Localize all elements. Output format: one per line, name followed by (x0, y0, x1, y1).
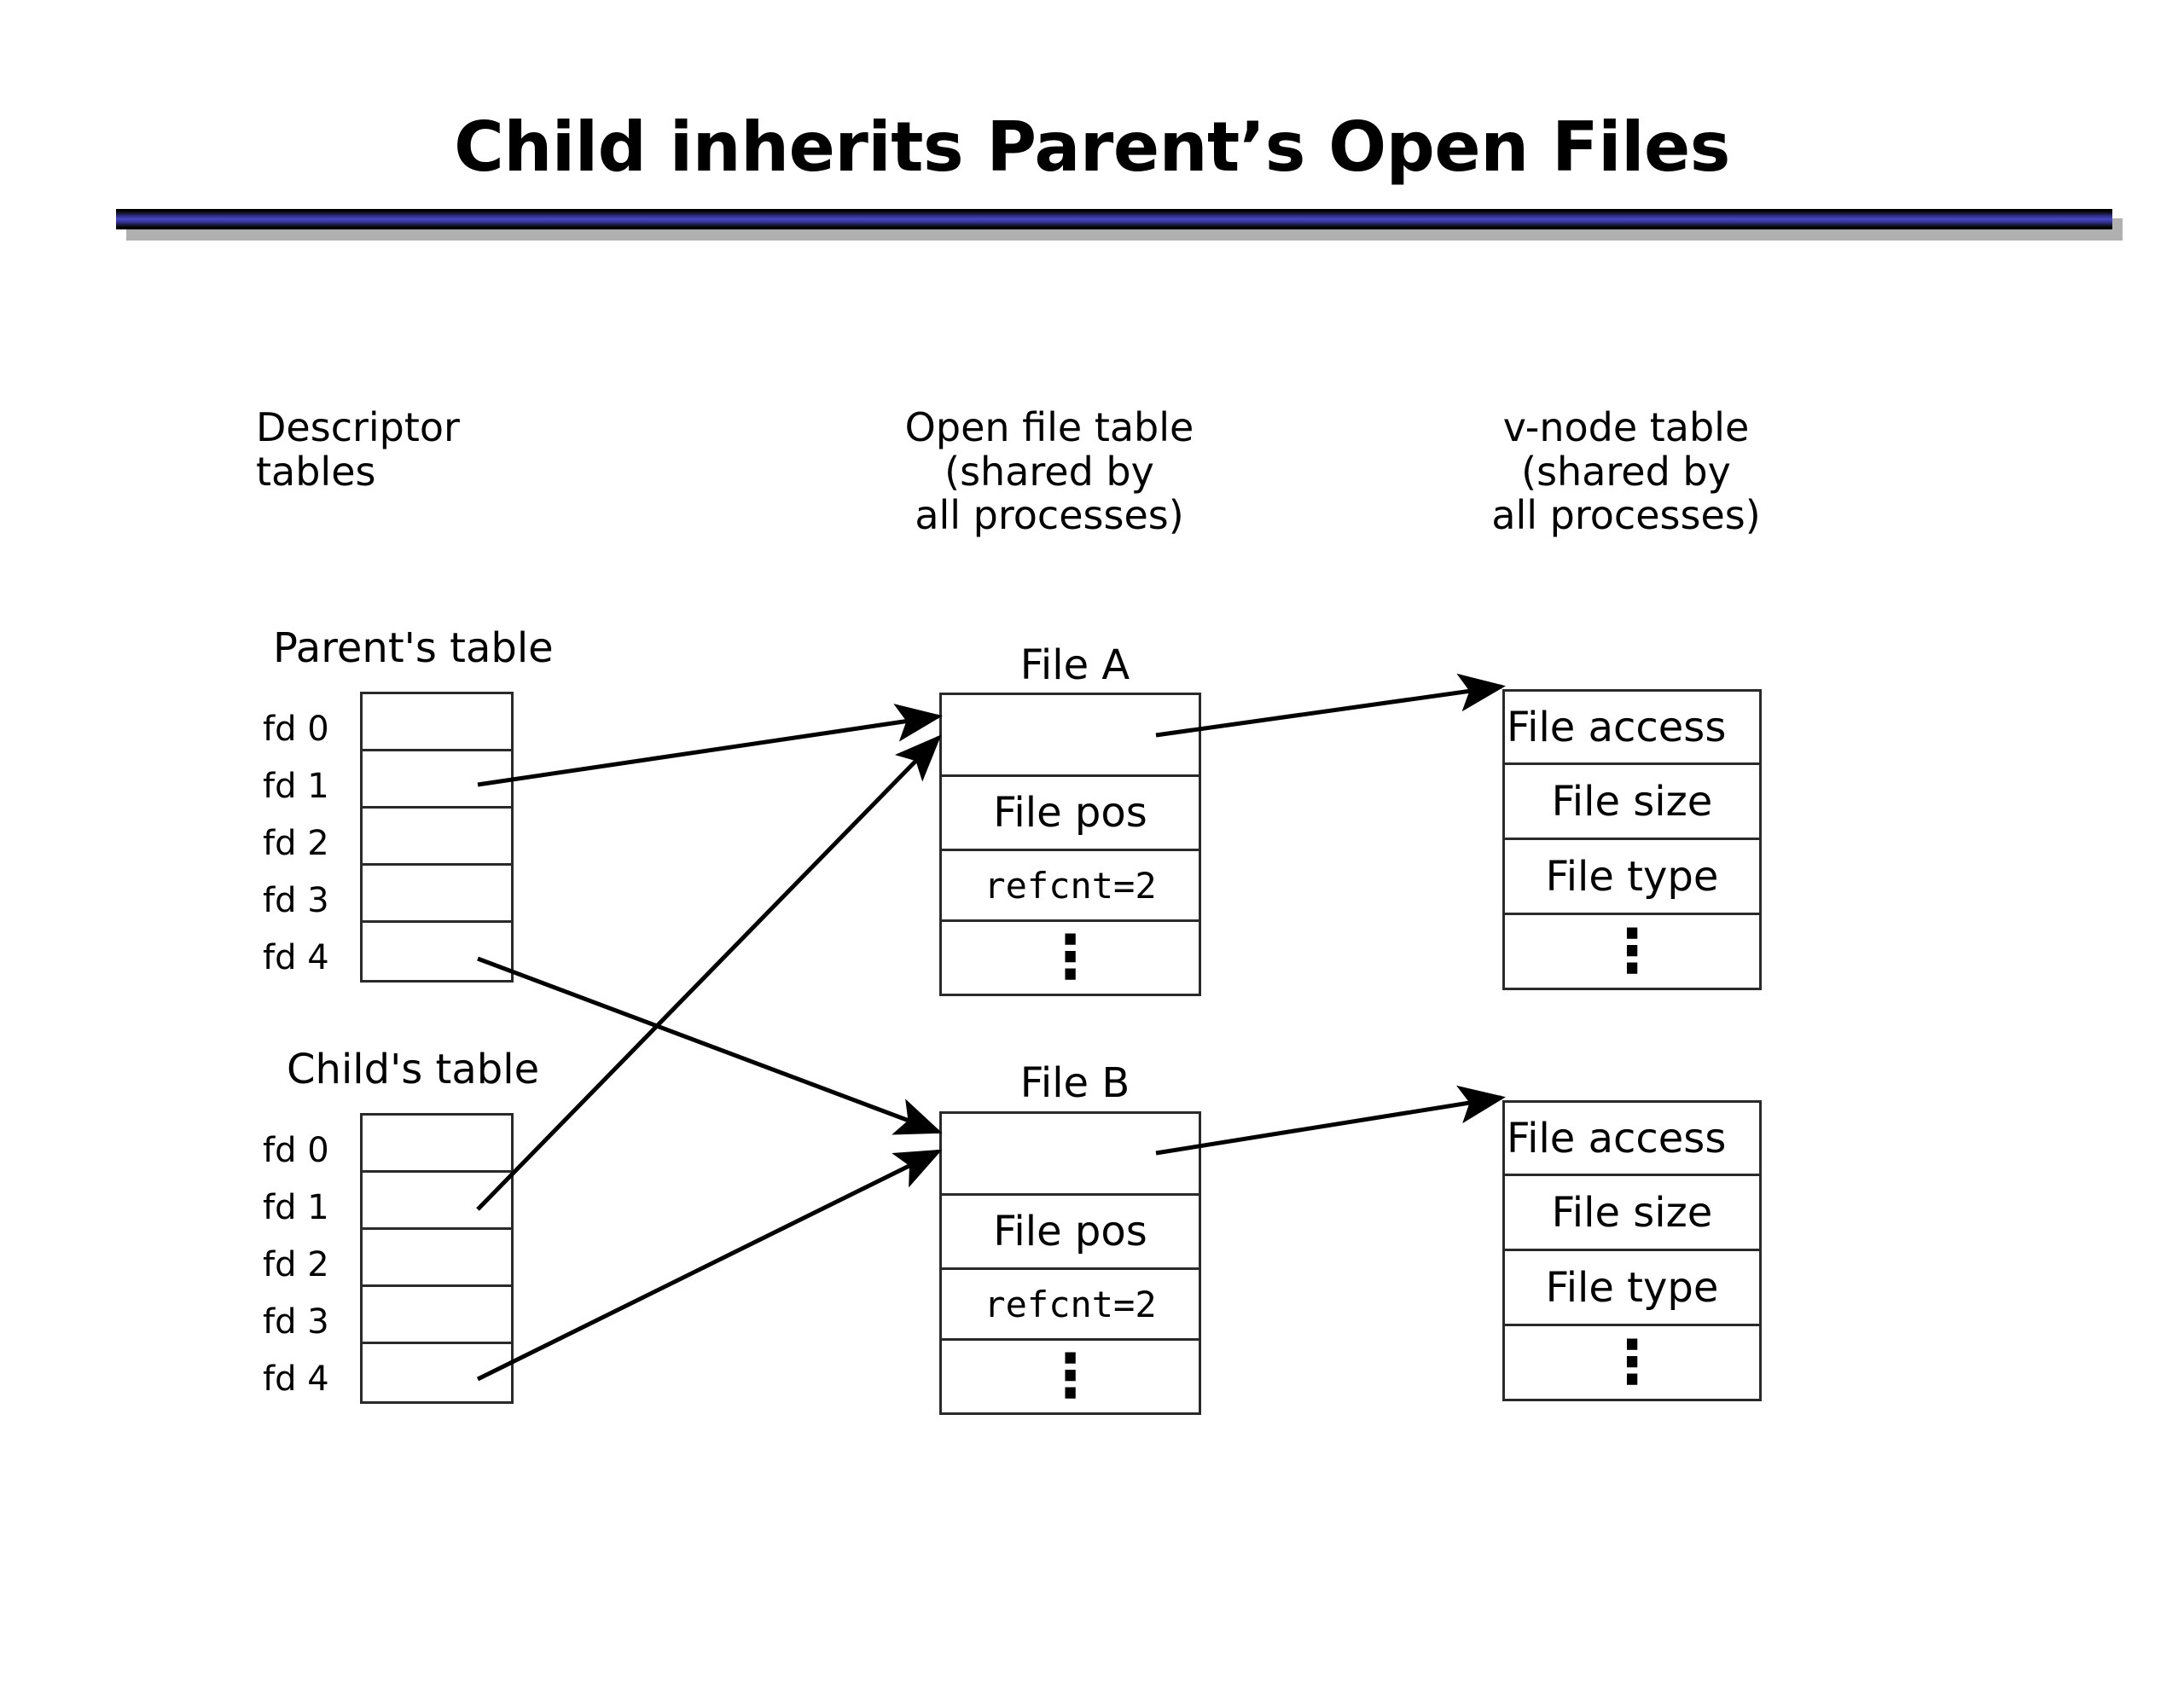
descriptor-header-line1: Descriptor (256, 404, 460, 450)
vnode-b-entry: File access File size File type ⋮ (1502, 1100, 1762, 1401)
column-header-open-file-table: Open file table (shared by all processes… (819, 404, 1280, 539)
file-b-open-file-entry: File pos refcnt=2 ⋮ (939, 1111, 1201, 1415)
parent-fd-cell-2[interactable] (363, 809, 511, 866)
openfile-header-line3: all processes) (915, 492, 1184, 539)
vnode-header-line3: all processes) (1491, 492, 1761, 539)
arrow-child-fd1-to-file-a (476, 734, 942, 1211)
descriptor-header-line2: tables (256, 448, 376, 495)
file-a-row-ellipsis: ⋮ (942, 922, 1199, 994)
arrow-child-fd4-to-file-b (476, 1149, 943, 1382)
arrow-parent-fd4-to-file-b (477, 956, 943, 1135)
child-fd-label-3: fd 3 (263, 1302, 329, 1342)
parent-fd-label-2: fd 2 (263, 824, 329, 863)
file-a-caption: File A (1019, 641, 1130, 689)
column-header-vnode-table: v-node table (shared by all processes) (1396, 404, 1856, 539)
parent-descriptor-table (360, 692, 514, 983)
child-table-caption: Child's table (287, 1046, 540, 1093)
file-a-open-file-entry: File pos refcnt=2 ⋮ (939, 693, 1201, 996)
file-b-row-ellipsis: ⋮ (942, 1341, 1199, 1412)
vertical-ellipsis-icon: ⋮ (1602, 1326, 1662, 1397)
vnode-header-line1: v-node table (1502, 404, 1750, 450)
file-a-row-refcnt: refcnt=2 (942, 851, 1199, 922)
openfile-header-line1: Open file table (904, 404, 1194, 450)
vnode-a-entry: File access File size File type ⋮ (1502, 689, 1762, 990)
vnode-b-row-file-access: File access (1505, 1103, 1759, 1176)
child-fd-label-2: fd 2 (263, 1245, 329, 1284)
vnode-b-row-file-size: File size (1505, 1176, 1759, 1251)
openfile-header-line2: (shared by (944, 448, 1154, 495)
parent-fd-label-4: fd 4 (263, 938, 329, 977)
vnode-a-row-ellipsis: ⋮ (1505, 915, 1759, 988)
child-fd-label-4: fd 4 (263, 1359, 329, 1399)
child-fd-label-1: fd 1 (263, 1188, 329, 1227)
child-fd-cell-3[interactable] (363, 1287, 511, 1344)
arrow-file-a-to-vnode-a (1155, 673, 1506, 738)
parent-fd-cell-3[interactable] (363, 866, 511, 923)
vnode-a-row-file-type: File type (1505, 840, 1759, 915)
vnode-a-row-file-size: File size (1505, 765, 1759, 840)
file-b-row-file-pos: File pos (942, 1196, 1199, 1270)
vnode-header-line2: (shared by (1521, 448, 1731, 495)
arrow-parent-fd1-to-file-a (477, 704, 943, 787)
file-b-caption: File B (1019, 1059, 1130, 1107)
file-a-row-pointer (942, 695, 1199, 777)
parent-fd-cell-0[interactable] (363, 694, 511, 751)
title-rule (116, 209, 2112, 229)
parent-table-caption: Parent's table (273, 624, 554, 672)
child-fd-label-0: fd 0 (263, 1131, 329, 1170)
vertical-ellipsis-icon: ⋮ (1602, 915, 1662, 986)
parent-fd-label-1: fd 1 (263, 767, 329, 806)
parent-fd-cell-4[interactable] (363, 923, 511, 980)
parent-fd-cell-1[interactable] (363, 751, 511, 809)
vnode-b-row-ellipsis: ⋮ (1505, 1326, 1759, 1399)
page-title: Child inherits Parent’s Open Files (454, 107, 1730, 187)
child-fd-cell-1[interactable] (363, 1173, 511, 1230)
child-fd-cell-2[interactable] (363, 1230, 511, 1287)
file-b-row-refcnt: refcnt=2 (942, 1270, 1199, 1341)
vertical-ellipsis-icon: ⋮ (1040, 922, 1101, 993)
vertical-ellipsis-icon: ⋮ (1040, 1341, 1101, 1412)
parent-fd-label-0: fd 0 (263, 710, 329, 749)
vnode-b-row-file-type: File type (1505, 1251, 1759, 1326)
vnode-a-row-file-access: File access (1505, 692, 1759, 765)
file-b-row-pointer (942, 1114, 1199, 1196)
parent-fd-label-3: fd 3 (263, 881, 329, 920)
child-fd-cell-4[interactable] (363, 1344, 511, 1401)
child-descriptor-table (360, 1113, 514, 1404)
child-fd-cell-0[interactable] (363, 1116, 511, 1173)
column-header-descriptor-tables: Descriptor tables (256, 404, 460, 495)
file-a-row-file-pos: File pos (942, 777, 1199, 851)
